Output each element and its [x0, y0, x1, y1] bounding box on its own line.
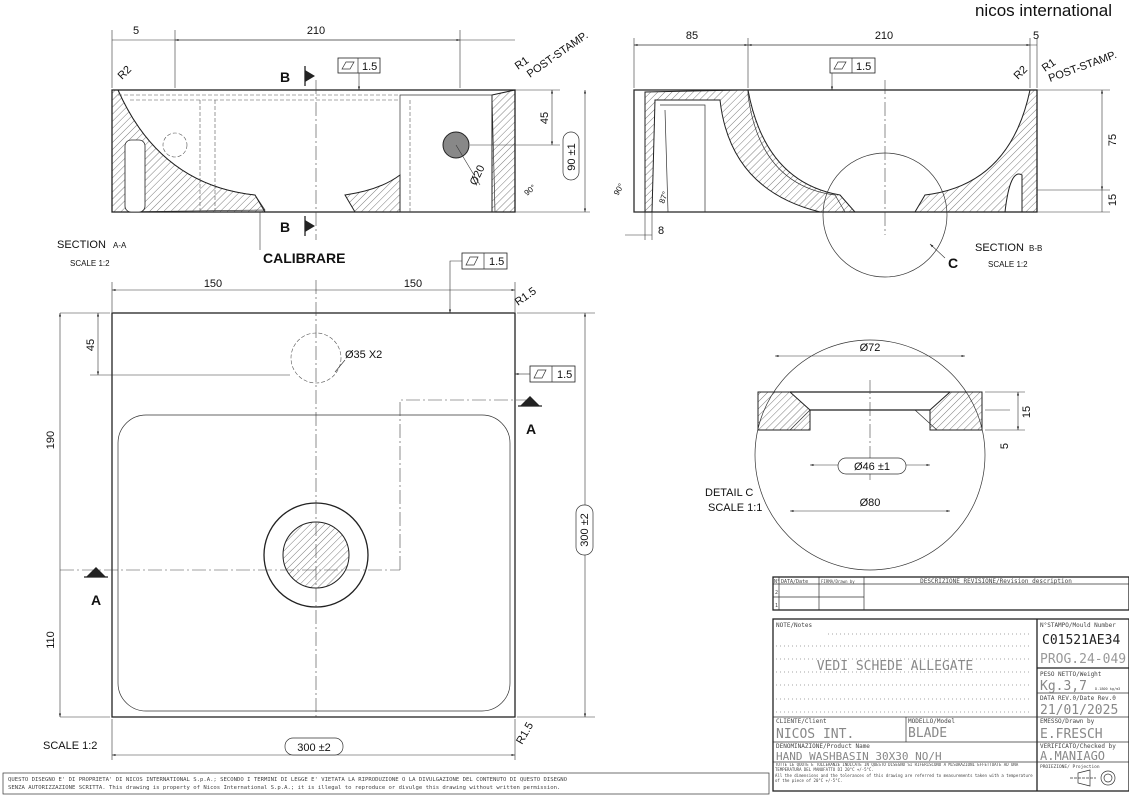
cut-label-b-bottom: B	[280, 219, 290, 235]
dim-dia72: Ø72	[860, 342, 881, 354]
dim-dia35-x2: Ø35 X2	[345, 349, 382, 361]
plan-scale: SCALE 1:2	[43, 740, 97, 752]
post-stamp-note-b: POST-STAMP.	[1047, 49, 1119, 85]
mould-number: C01521AE34	[1042, 633, 1120, 648]
dim-r15-bottom: R1.5	[514, 720, 536, 746]
dim-110: 110	[45, 631, 57, 649]
dim-5: 5	[133, 25, 139, 37]
section-b-b: 85 210 5 R2 R1 POST-STAMP. 75 15 90° 87°…	[612, 30, 1119, 278]
section-a-label: SECTION	[57, 239, 106, 251]
dim-85: 85	[686, 30, 698, 42]
rev-header-desc: DESCRIZIONE REVISIONE/Revision descripti…	[920, 578, 1072, 585]
basin-outline	[111, 312, 516, 718]
dim-angle-87: 87°	[657, 190, 670, 204]
cut-label-a-right: A	[526, 421, 536, 437]
model-label: MODELLO/Model	[908, 718, 955, 725]
dim-r2: R2	[116, 64, 134, 82]
projection-symbol-icon	[1070, 769, 1116, 787]
tolerance-note-it: TUTTE LE QUOTE E TOLLERANZE INDICATE IN …	[775, 763, 1019, 772]
dim-dia46: Ø46 ±1	[854, 461, 890, 473]
detail-c: Ø72 Ø46 ±1 Ø80 15 5 DETAIL C SCALE 1:1	[705, 339, 1033, 571]
model-value: BLADE	[908, 726, 947, 741]
dim-angle-90-b: 90°	[612, 182, 626, 197]
dim-190: 190	[45, 431, 57, 449]
flatness-tolerance: 1.5	[362, 61, 377, 73]
copyright-line-2: SENZA AUTORIZZAZIONE SCRITTA. This drawi…	[8, 785, 560, 791]
title-block: NOTE/Notes VEDI SCHEDE ALLEGATE N°STAMPO…	[772, 618, 1129, 792]
rev-row-2: 2	[775, 590, 778, 596]
dim-150-left: 150	[204, 278, 222, 290]
copyright-line-1: QUESTO DISEGNO E' DI PROPRIETA' DI NICOS…	[8, 777, 568, 783]
dim-height-300: 300 ±2	[579, 513, 591, 547]
dim-75: 75	[1107, 134, 1119, 146]
dim-90: 90 ±1	[566, 143, 578, 170]
flatness-tolerance-b: 1.5	[856, 61, 871, 73]
rev-header-num: N°	[774, 579, 780, 585]
drawn-by-value: E.FRESCH	[1040, 727, 1103, 742]
dim-r2-b: R2	[1012, 64, 1030, 82]
dim-5-detail: 5	[999, 443, 1011, 449]
post-stamp-note: POST-STAMP.	[525, 29, 591, 80]
mould-label: N°STAMPO/Mould Number	[1040, 622, 1116, 629]
plan-view: 150 150 45 190 110 300 ±2 300 ±2 R1.5 R1…	[43, 252, 595, 760]
dim-45-plan: 45	[85, 339, 97, 351]
date-value: 21/01/2025	[1040, 703, 1118, 718]
product-label: DENOMINAZIONE/Product Name	[776, 743, 870, 750]
revision-table: N° DATA/Date FIRMA/Drawn by DESCRIZIONE …	[772, 576, 1129, 611]
dim-15: 15	[1107, 194, 1119, 206]
flatness-tolerance-top: 1.5	[489, 256, 504, 268]
notes-text: VEDI SCHEDE ALLEGATE	[817, 659, 974, 674]
company-logo: nicos international	[975, 1, 1112, 20]
notes-label: NOTE/Notes	[776, 622, 813, 629]
section-b-label: SECTION	[975, 242, 1024, 254]
section-b-suffix: B-B	[1029, 244, 1042, 253]
weight-unit: D.1800 kg/m3	[1095, 687, 1120, 691]
dim-width-300: 300 ±2	[297, 742, 331, 754]
dim-210-b: 210	[875, 30, 893, 42]
dim-8: 8	[658, 225, 664, 237]
section-a-a: 5 210 R2 R1 POST-STAMP. 45 90 ±1 Ø20 90°…	[57, 25, 590, 268]
section-a-scale: SCALE 1:2	[70, 259, 110, 268]
checked-by-value: A.MANIAGO	[1040, 749, 1105, 763]
section-b-scale: SCALE 1:2	[988, 260, 1028, 269]
weight-value: Kg.3,7	[1040, 679, 1087, 694]
section-a-suffix: A-A	[113, 241, 127, 250]
rev-header-date: DATA/Date	[781, 579, 808, 585]
dim-45: 45	[539, 112, 551, 124]
copyright-notice: QUESTO DISEGNO E' DI PROPRIETA' DI NICOS…	[2, 772, 770, 795]
tolerance-note-en: All the dimensions and the tolerances of…	[775, 773, 1033, 783]
dim-angle-90: 90°	[523, 183, 538, 198]
dim-5-b: 5	[1033, 30, 1039, 42]
dim-dia80: Ø80	[860, 497, 881, 509]
rev-header-drawn: FIRMA/Drawn by	[821, 579, 855, 584]
dim-150-right: 150	[404, 278, 422, 290]
projection-label: PROIEZIONE/ Projection	[1040, 764, 1100, 770]
bowl-outline	[117, 414, 511, 712]
cut-label-b-top: B	[280, 69, 290, 85]
rev-row-1: 1	[775, 603, 778, 609]
dim-210: 210	[307, 25, 325, 37]
detail-c-scale: SCALE 1:1	[708, 502, 762, 514]
detail-c-label: DETAIL C	[705, 487, 753, 499]
client-value: NICOS INT.	[776, 727, 854, 742]
product-name: HAND WASHBASIN 30X30 NO/H	[776, 750, 942, 763]
client-label: CLIENTE/Client	[776, 718, 827, 725]
drawn-by-label: EMESSO/Drawn by	[1040, 718, 1095, 725]
dim-15-detail: 15	[1021, 406, 1033, 418]
checked-by-label: VERIFICATO/Checked by	[1040, 743, 1116, 750]
detail-c-marker: C	[948, 255, 958, 271]
date-label: DATA REV.0/Date Rev.0	[1040, 695, 1116, 702]
flatness-tolerance-side: 1.5	[557, 369, 572, 381]
cut-label-a-left: A	[91, 592, 101, 608]
prog-number: PROG.24-049	[1040, 652, 1126, 667]
weight-label: PESO NETTO/Weight	[1040, 671, 1102, 678]
dim-r15-top: R1.5	[513, 285, 539, 308]
calibrare-note: CALIBRARE	[263, 250, 345, 266]
dim-dia20: Ø20	[468, 163, 488, 187]
